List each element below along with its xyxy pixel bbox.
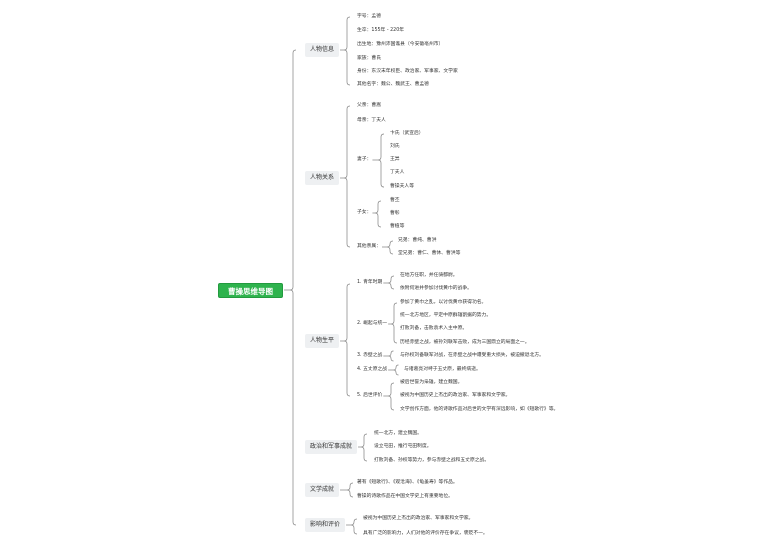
topic-info-lifespan[interactable]: 生卒：155年 - 220年 (357, 28, 405, 33)
topic-child-item[interactable]: 曹丕 (390, 198, 400, 203)
topic-wives[interactable]: 妻子： (357, 157, 372, 162)
topic-rise-item[interactable]: 统一北方地区，平定中原群雄割据的势力。 (400, 313, 492, 318)
topic-youth[interactable]: 1. 青年时期 (357, 280, 383, 285)
topic-info-other-names[interactable]: 其他名字：魏公、魏武王、曹孟德 (357, 82, 429, 87)
brace-politics (360, 433, 368, 462)
topic-wuzhang[interactable]: 4. 五丈原之战 (357, 367, 388, 372)
brace-root (289, 49, 297, 526)
node-literature[interactable]: 文学成就 (305, 483, 340, 497)
topic-rise-item[interactable]: 参加了黄巾之乱，以讨伐黄巾获得功名。 (400, 300, 487, 305)
topic-literature-item[interactable]: 曹操的诗歌作品在中国文学史上有重要地位。 (357, 494, 453, 499)
topic-wife-item[interactable]: 丁夫人 (390, 170, 405, 175)
brace-children (374, 200, 382, 228)
topic-wife-item[interactable]: 曹操夫人等 (390, 184, 414, 189)
brace-rise (390, 302, 398, 344)
topic-legacy-item[interactable]: 被视为中国历史上杰出的政治家、军事家和文学家。 (400, 393, 511, 398)
topic-wife-item[interactable]: 卞氏（武宣后） (390, 131, 424, 136)
brace-life (343, 283, 351, 397)
topic-mother[interactable]: 母亲：丁夫人 (357, 118, 386, 123)
topic-info-birthplace[interactable]: 出生地：豫州沛国谯县（今安徽亳州市） (357, 42, 444, 47)
brace-literature (346, 482, 354, 498)
root-node[interactable]: 曹操思维导图 (218, 283, 283, 298)
topic-wife-item[interactable]: 刘氏 (390, 144, 400, 149)
topic-relatives[interactable]: 其他亲属： (357, 244, 381, 249)
topic-legacy-item[interactable]: 被后世誉为枭雄，建立魏国。 (400, 380, 463, 385)
topic-influence-item[interactable]: 被视为中国历史上杰出的政治家、军事家和文学家。 (363, 516, 474, 521)
brace-influence (350, 518, 358, 535)
brace-relatives (386, 240, 394, 255)
topic-rise[interactable]: 2. 崛起与统一 (357, 321, 388, 326)
topic-wife-item[interactable]: 王异 (390, 157, 400, 162)
topic-wuzhang-item[interactable]: 与诸葛亮对峙于五丈原，最终病逝。 (404, 367, 481, 372)
topic-legacy-item[interactable]: 文学创作方面，他的诗歌作品对后世的文学有深远影响，如《短歌行》等。 (400, 407, 559, 412)
topic-rise-item[interactable]: 历经赤壁之战，被孙刘联军击败，成为三国鼎立的局面之一。 (400, 340, 530, 345)
topic-literature-item[interactable]: 著有《短歌行》、《观沧海》、《龟虽寿》等作品。 (357, 480, 458, 485)
brace-youth (387, 275, 395, 290)
topic-info-zihao[interactable]: 字号：孟德 (357, 14, 381, 19)
topic-info-identity[interactable]: 身份：东汉末年权臣、政治家、军事家、文学家 (357, 69, 458, 74)
topic-child-item[interactable]: 曹植等 (390, 224, 405, 229)
topic-politics-item[interactable]: 设立屯田，推行屯田制度。 (374, 444, 432, 449)
node-influence[interactable]: 影响和评价 (305, 518, 346, 532)
brace-wives (377, 133, 385, 188)
topic-rise-item[interactable]: 打败刘备，击败袁术入主中原。 (400, 326, 468, 331)
node-politics[interactable]: 政治和军事成就 (305, 440, 358, 454)
topic-chibi-item[interactable]: 与孙权刘备联军对战，在赤壁之战中遭受重大损失，被迫撤退北方。 (400, 353, 544, 358)
node-info[interactable]: 人物信息 (305, 43, 340, 57)
topic-politics-item[interactable]: 打败刘备、孙权等势力，参与赤壁之战和五丈原之战。 (374, 458, 490, 463)
brace-chibi (388, 350, 394, 362)
topic-info-family[interactable]: 家族：曹氏 (357, 56, 381, 61)
topic-youth-item[interactable]: 依附何进并参加讨伐黄巾的战争。 (400, 286, 472, 291)
brace-wuzhang (393, 364, 399, 376)
topic-relative-item[interactable]: 兄弟：曹纯、曹洪 (398, 238, 437, 243)
topic-child-item[interactable]: 曹彰 (390, 211, 400, 216)
topic-legacy[interactable]: 5. 后世评价 (357, 393, 383, 398)
node-relations[interactable]: 人物关系 (305, 171, 340, 185)
topic-youth-item[interactable]: 在地方任职，并任骑都尉。 (400, 273, 458, 278)
topic-children[interactable]: 子女： (357, 210, 372, 215)
topic-politics-item[interactable]: 统一北方，建立魏国。 (374, 431, 422, 436)
node-life[interactable]: 人物生平 (305, 334, 340, 348)
topic-influence-item[interactable]: 具有广泛的影响力，人们对他的评价存在争议，褒贬不一。 (363, 531, 488, 536)
brace-info (343, 16, 351, 86)
topic-relative-item[interactable]: 堂兄弟：曹仁、曹休、曹洪等 (398, 251, 461, 256)
brace-legacy (387, 382, 395, 411)
topic-chibi[interactable]: 3. 赤壁之战 (357, 353, 383, 358)
brace-relations (343, 105, 351, 248)
topic-father[interactable]: 父亲：曹嵩 (357, 103, 381, 108)
